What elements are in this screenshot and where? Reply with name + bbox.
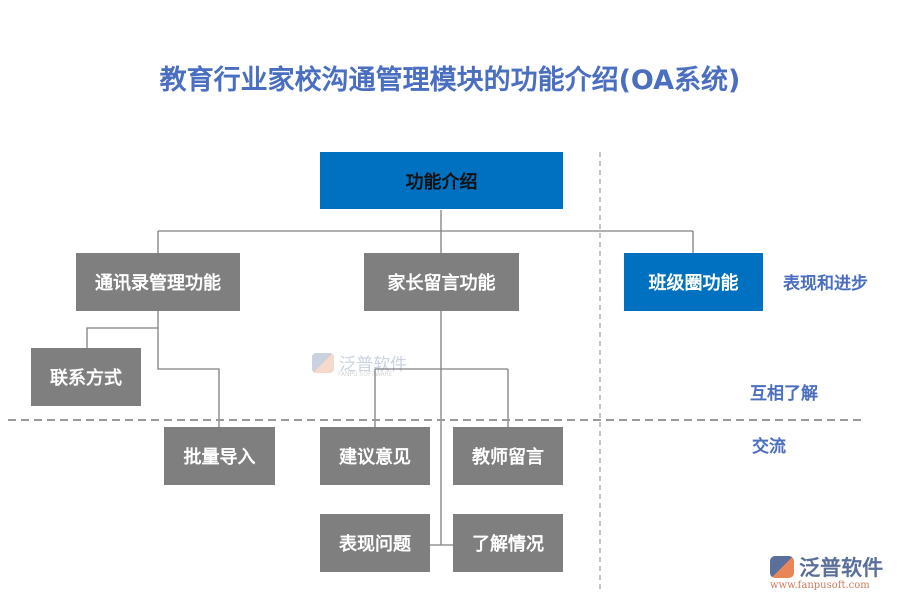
node-teacher-message: 教师留言 <box>453 427 563 485</box>
watermark: 泛普软件 FANPU SOFTWARE <box>312 350 407 378</box>
label-mutual-understanding: 互相了解 <box>750 384 818 404</box>
page-title: 教育行业家校沟通管理模块的功能介绍(OA系统) <box>159 65 741 96</box>
node-suggestions: 建议意见 <box>320 427 430 485</box>
node-batch-import: 批量导入 <box>164 427 275 485</box>
node-contacts: 通讯录管理功能 <box>76 253 240 311</box>
brand-logo: 泛普软件 www.fanpusoft.com <box>770 556 884 591</box>
brand-logo-icon <box>770 556 794 578</box>
node-contact-method: 联系方式 <box>31 348 141 406</box>
node-understanding: 了解情况 <box>453 514 563 572</box>
node-parent-message: 家长留言功能 <box>364 253 519 311</box>
node-class-circle: 班级圈功能 <box>624 253 763 311</box>
label-performance-progress: 表现和进步 <box>783 274 868 294</box>
watermark-logo-icon <box>312 352 334 373</box>
root-node: 功能介绍 <box>320 152 563 209</box>
node-performance: 表现问题 <box>320 514 430 572</box>
label-communication: 交流 <box>752 437 786 457</box>
